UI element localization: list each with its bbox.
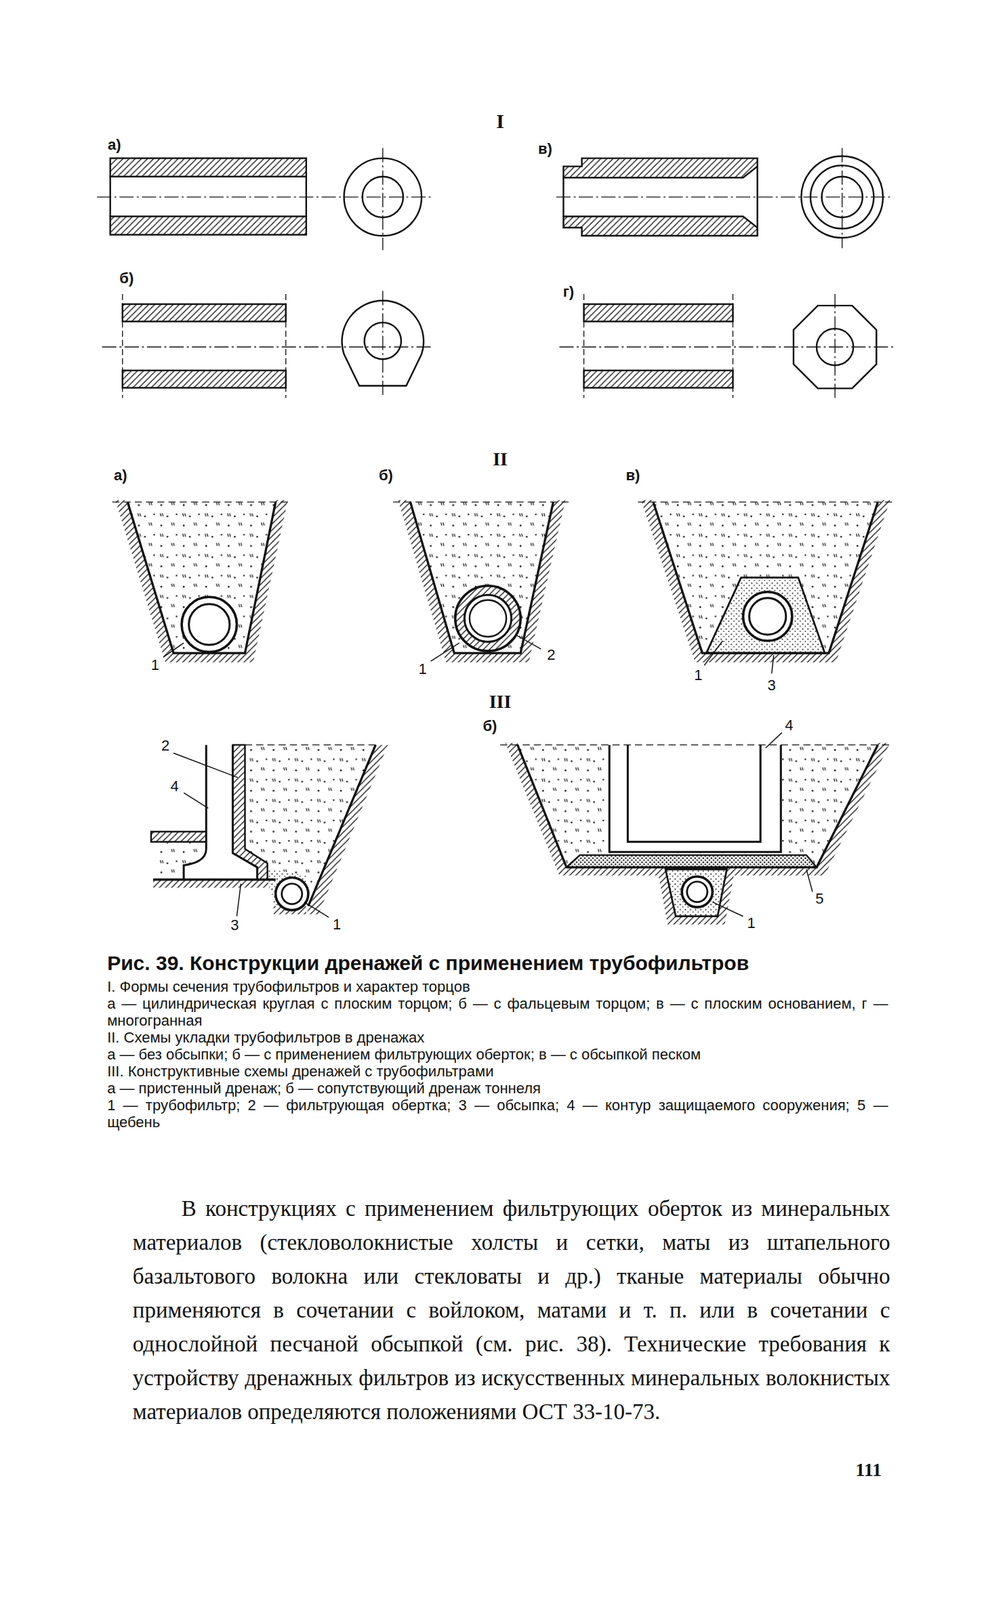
- callout-number: 1: [149, 657, 161, 674]
- callout-number: 1: [745, 915, 757, 932]
- callout-number: 5: [813, 891, 825, 908]
- panel-letter: в): [536, 140, 554, 158]
- callout-number: 2: [159, 738, 171, 755]
- section-numeral: II: [491, 448, 509, 470]
- caption-line: I. Формы сечения трубофильтров и характе…: [107, 978, 888, 996]
- panel-letter: б): [481, 718, 499, 735]
- callout-number: 4: [783, 717, 795, 734]
- section-numeral: I: [494, 109, 506, 132]
- page-number: 111: [855, 1459, 882, 1482]
- caption-line: III. Конструктивные схемы дренажей с тру…: [107, 1063, 888, 1081]
- callout-number: 4: [168, 778, 180, 795]
- callout-number: 3: [229, 917, 240, 934]
- panel-letter: б): [117, 270, 135, 287]
- callout-number: 1: [416, 661, 428, 678]
- panel-letter: б): [377, 467, 395, 484]
- callout-number: 2: [545, 647, 557, 664]
- caption-line: а — пристенный дренаж; б — сопутствующий…: [107, 1080, 888, 1098]
- caption-line: а — цилиндрическая круглая с плоским тор…: [107, 995, 888, 1030]
- panel-letter: а): [106, 136, 123, 154]
- panel-letter: в): [624, 467, 642, 484]
- panel-letter: а): [112, 467, 129, 484]
- caption-line: II. Схемы укладки трубофильтров в дренаж…: [107, 1029, 888, 1047]
- caption-title: Рис. 39. Конструкции дренажей с применен…: [107, 951, 888, 976]
- panel-letter: г): [561, 283, 577, 301]
- figure-caption: Рис. 39. Конструкции дренажей с применен…: [107, 951, 888, 1132]
- body-paragraph: В конструкциях с применением фильтрующих…: [132, 1192, 891, 1430]
- caption-line: а — без обсыпки; б — с применением фильт…: [107, 1046, 888, 1064]
- callout-number: 3: [766, 677, 778, 694]
- caption-line: 1 — трубофильтр; 2 — фильтрующая обертка…: [107, 1097, 888, 1132]
- callout-number: 1: [692, 667, 704, 684]
- section-numeral: III: [487, 691, 514, 713]
- callout-number: 1: [331, 916, 343, 934]
